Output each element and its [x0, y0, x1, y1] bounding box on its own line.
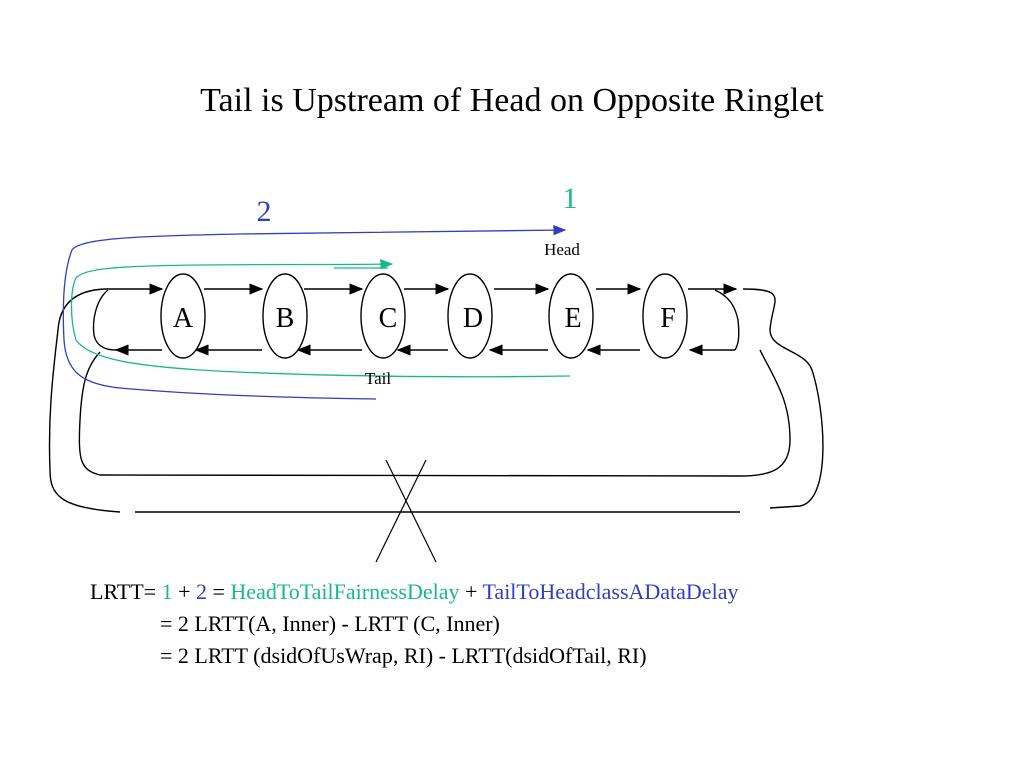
- node-c: C: [360, 273, 406, 359]
- node-label: C: [379, 303, 398, 334]
- tail-label: Tail: [365, 369, 391, 388]
- path-1-line: [70, 259, 571, 378]
- formula-delay-2: TailToHeadclassADataDelay: [482, 579, 739, 604]
- node-f: F: [642, 273, 688, 359]
- path-2-line: [62, 225, 567, 400]
- formula-delay-1: HeadToTailFairnessDelay: [230, 579, 460, 604]
- formula-line-2: = 2 LRTT(A, Inner) - LRTT (C, Inner): [160, 611, 500, 636]
- path-2-label: 2: [257, 195, 272, 228]
- node-label: D: [463, 303, 483, 334]
- formula-plus-1: +: [178, 579, 191, 604]
- node-label: E: [564, 303, 581, 334]
- node-e: E: [548, 273, 594, 359]
- node-label: B: [276, 303, 295, 334]
- lrtt-formula: LRTT= 1 + 2 = HeadToTailFairnessDelay + …: [90, 576, 738, 672]
- formula-plus-2: +: [465, 579, 478, 604]
- node-label: F: [660, 303, 676, 334]
- head-label: Head: [544, 240, 580, 259]
- node-b: B: [262, 273, 308, 359]
- formula-term-2: 2: [196, 579, 207, 604]
- formula-equals: =: [212, 579, 225, 604]
- node-label: A: [173, 303, 194, 334]
- node-d: D: [447, 273, 493, 359]
- page-title: Tail is Upstream of Head on Opposite Rin…: [200, 82, 824, 119]
- inner-ringlet: [78, 289, 791, 477]
- formula-lhs: LRTT=: [90, 579, 157, 604]
- path-1-label: 1: [563, 182, 578, 215]
- formula-line-1: LRTT= 1 + 2 = HeadToTailFairnessDelay + …: [90, 576, 738, 608]
- formula-line-3: = 2 LRTT (dsidOfUsWrap, RI) - LRTT(dsidO…: [160, 643, 647, 668]
- formula-term-1: 1: [161, 579, 173, 604]
- outer-ringlet: [48, 283, 824, 513]
- node-a: A: [160, 273, 206, 359]
- wrap-cross: [375, 459, 437, 563]
